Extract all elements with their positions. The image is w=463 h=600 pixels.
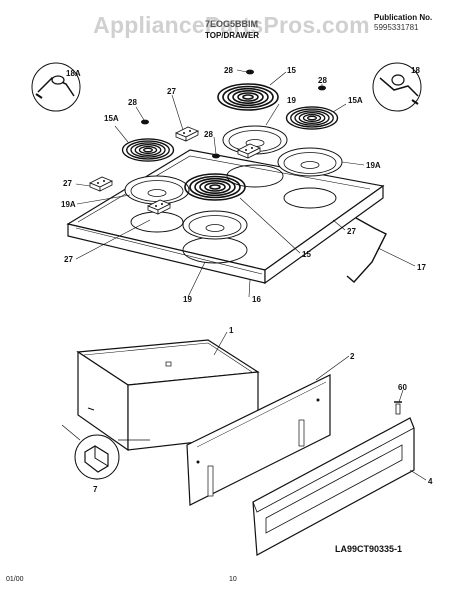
coil-element-left-rear-large xyxy=(217,83,279,111)
callout-19-b: 19 xyxy=(183,295,192,304)
terminal-block-b xyxy=(89,176,113,192)
callout-15-a: 15 xyxy=(287,66,296,75)
page-number: 10 xyxy=(229,576,237,583)
drip-pan-left-front xyxy=(124,175,190,205)
callout-28-b: 28 xyxy=(318,76,327,85)
drip-pan-right-rear xyxy=(277,147,343,177)
callout-27-a: 27 xyxy=(167,87,176,96)
terminal-block-a xyxy=(175,126,199,142)
callout-28-c: 28 xyxy=(128,98,137,107)
drawer-front-panel xyxy=(186,374,331,506)
callout-16: 16 xyxy=(252,295,261,304)
callout-27-b: 27 xyxy=(63,179,72,188)
grommet-28-a xyxy=(246,69,254,75)
detail-circle-7 xyxy=(74,434,120,480)
callout-19A-b: 19A xyxy=(61,200,76,209)
watermark: AppliancePartsPros.com xyxy=(93,12,370,38)
callout-18: 18 xyxy=(411,66,420,75)
detail-circle-18A xyxy=(31,62,81,112)
cooktop-side-lip xyxy=(264,184,384,285)
callout-15A-a: 15A xyxy=(348,96,363,105)
model-number: 7EOG5BBIM xyxy=(205,19,259,29)
burner-hole-right-rear xyxy=(283,187,337,209)
wire-bracket xyxy=(346,217,387,283)
detail-circle-18 xyxy=(372,62,422,112)
grommet-28-d xyxy=(212,153,220,159)
burner-hole-left-rear xyxy=(226,164,284,188)
screw-60 xyxy=(394,401,402,415)
drawer-outer-panel xyxy=(252,417,415,556)
diagram-id: LA99CT90335-1 xyxy=(335,544,403,554)
callout-27-d: 27 xyxy=(64,255,73,264)
callout-15-b: 15 xyxy=(302,250,311,259)
callout-17: 17 xyxy=(417,263,426,272)
callout-18A: 18A xyxy=(66,69,81,78)
publication-label: Publication No. xyxy=(374,13,433,22)
callout-1: 1 xyxy=(229,326,234,335)
callout-15A-b: 15A xyxy=(104,114,119,123)
footer-date: 01/00 xyxy=(6,576,24,583)
callout-28-a: 28 xyxy=(224,66,233,75)
callout-28-d: 28 xyxy=(204,130,213,139)
callout-19-a: 19 xyxy=(287,96,296,105)
callout-19A-a: 19A xyxy=(366,161,381,170)
section-title: TOP/DRAWER xyxy=(205,31,260,40)
coil-element-left-rear-small xyxy=(121,138,175,162)
callout-7: 7 xyxy=(93,485,98,494)
callout-2: 2 xyxy=(350,352,355,361)
coil-element-right-rear-small xyxy=(285,106,339,130)
publication-number: 5995331781 xyxy=(374,23,419,32)
callout-27-c: 27 xyxy=(347,227,356,236)
callout-4: 4 xyxy=(428,477,433,486)
callout-60: 60 xyxy=(398,383,407,392)
grommet-28-c xyxy=(141,119,149,125)
drip-pan-right-front xyxy=(182,210,248,240)
